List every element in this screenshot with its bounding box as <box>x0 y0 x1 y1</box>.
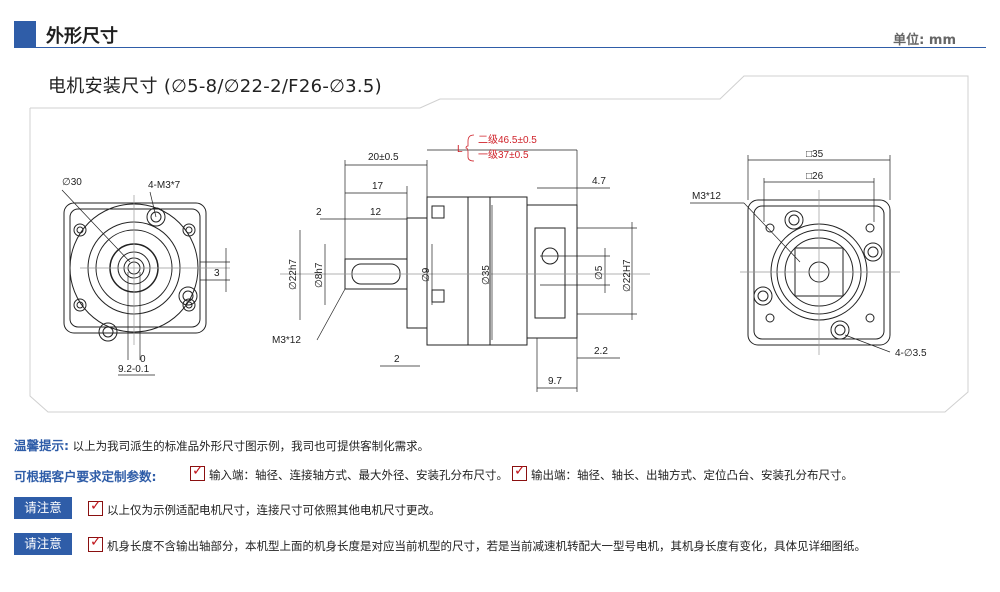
dim-2b: 2 <box>394 354 400 365</box>
dim-4-7: 4.7 <box>592 176 606 187</box>
dim-L: L <box>457 144 463 155</box>
dim-sq35: □35 <box>806 149 824 160</box>
dim-shaft-tol: 9.2-0.1 <box>118 364 150 375</box>
custom-label: 可根据客户要求定制参数: <box>14 469 157 484</box>
check-icon <box>88 498 103 516</box>
check-icon <box>512 463 527 481</box>
section-title: 外形尺寸 <box>46 26 118 47</box>
dim-m3-side: M3*12 <box>272 335 301 346</box>
dim-three: 3 <box>214 268 220 279</box>
dim-holes-left: 4-M3*7 <box>148 180 181 191</box>
dim-d22H7: ∅22H7 <box>622 259 633 292</box>
dim-zero: 0 <box>140 354 146 365</box>
dim-d9: ∅9 <box>421 267 432 282</box>
attention-note-1: 以上仅为示例适配电机尺寸，连接尺寸可依照其他电机尺寸更改。 <box>88 498 441 518</box>
tip-text: 以上为我司派生的标准品外形尺寸图示例，我司也可提供客制化需求。 <box>72 439 430 453</box>
tip-note: 温馨提示: 以上为我司派生的标准品外形尺寸图示例，我司也可提供客制化需求。 <box>14 435 429 454</box>
attention-badge: 请注意 <box>14 533 72 555</box>
dim-d22h7: ∅22h7 <box>288 259 299 290</box>
dimension-drawing: ∅30 4-M3*7 3 0 9.2-0.1 <box>29 75 969 413</box>
dim-12: 12 <box>370 207 382 218</box>
unit-label: 单位: mm <box>893 33 956 48</box>
dim-d30: ∅30 <box>62 177 82 188</box>
attention-note-2: 机身长度不含输出轴部分，本机型上面的机身长度是对应当前机型的尺寸，若是当前减速机… <box>88 534 866 554</box>
drawing-frame <box>29 75 969 413</box>
dim-d8h7: ∅8h7 <box>314 262 325 288</box>
check-icon <box>190 463 205 481</box>
dim-L-one-stage: 一级37±0.5 <box>478 149 529 161</box>
custom-params: 可根据客户要求定制参数: <box>14 466 157 485</box>
side-view <box>280 149 650 392</box>
section-header-bar <box>14 21 36 47</box>
drawing-subtitle: 电机安装尺寸 (∅5-8/∅22-2/F26-∅3.5) <box>48 76 382 97</box>
tip-label: 温馨提示: <box>14 438 69 453</box>
output-note: 输出端：轴径、轴长、出轴方式、定位凸台、安装孔分布尺寸。 <box>512 463 853 483</box>
header-divider <box>14 47 986 48</box>
dim-L-two-stage: 二级46.5±0.5 <box>478 134 537 146</box>
attention-badge: 请注意 <box>14 497 72 519</box>
dim-sq26: □26 <box>806 171 824 182</box>
dim-20: 20±0.5 <box>368 152 399 163</box>
attention-text-1: 以上仅为示例适配电机尺寸，连接尺寸可依照其他电机尺寸更改。 <box>107 503 441 517</box>
output-text: 输出端：轴径、轴长、出轴方式、定位凸台、安装孔分布尺寸。 <box>531 468 853 482</box>
check-icon <box>88 534 103 552</box>
dim-d5: ∅5 <box>594 265 605 280</box>
dim-9-7: 9.7 <box>548 376 562 387</box>
dim-d35: ∅35 <box>481 265 492 285</box>
attention-text-2: 机身长度不含输出轴部分，本机型上面的机身长度是对应当前机型的尺寸，若是当前减速机… <box>107 539 866 553</box>
right-view <box>690 155 900 355</box>
dim-2a: 2 <box>316 207 322 218</box>
dim-m3-right: M3*12 <box>692 191 721 202</box>
dim-17: 17 <box>372 181 384 192</box>
dim-2-2: 2.2 <box>594 346 608 357</box>
left-view <box>61 189 230 376</box>
input-note: 输入端：轴径、连接轴方式、最大外径、安装孔分布尺寸。 <box>190 463 508 483</box>
dim-holes-right: 4-∅3.5 <box>895 348 927 359</box>
input-text: 输入端：轴径、连接轴方式、最大外径、安装孔分布尺寸。 <box>209 468 508 482</box>
